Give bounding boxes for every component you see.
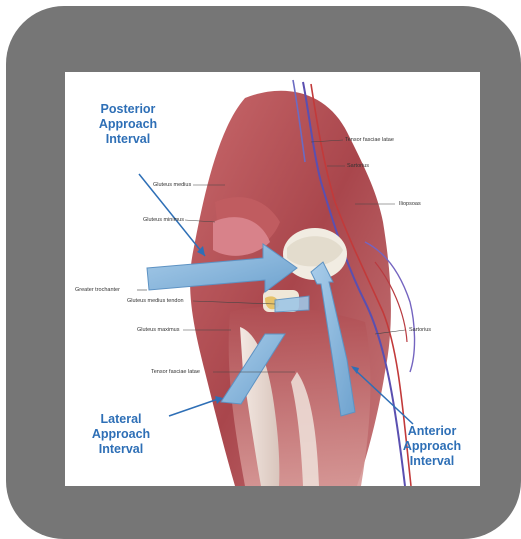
label-sartorius-top: Sartorius xyxy=(347,163,369,169)
label-tensor-fasciae-latae-bottom: Tensor fasciae latae xyxy=(151,369,200,375)
label-iliopsoas: Iliopsoas xyxy=(399,201,421,207)
label-gluteus-medius-tendon: Gluteus medius tendon xyxy=(127,298,184,304)
label-gluteus-medius: Gluteus medius xyxy=(153,182,191,188)
label-gluteus-maximus: Gluteus maximus xyxy=(137,327,180,333)
anatomy-figure-panel: Posterior Approach Interval Lateral Appr… xyxy=(65,72,480,486)
label-gluteus-minimus: Gluteus minimus xyxy=(143,217,184,223)
label-greater-trochanter: Greater trochanter xyxy=(75,287,120,293)
label-tensor-fasciae-latae-top: Tensor fasciae latae xyxy=(345,137,394,143)
lateral-callout-leader xyxy=(169,398,221,416)
slide-frame: Posterior Approach Interval Lateral Appr… xyxy=(6,6,521,539)
anterior-approach-label: Anterior Approach Interval xyxy=(387,424,477,469)
posterior-approach-label: Posterior Approach Interval xyxy=(83,102,173,147)
lateral-approach-label: Lateral Approach Interval xyxy=(71,412,171,457)
label-sartorius-mid: Sartorius xyxy=(409,327,431,333)
